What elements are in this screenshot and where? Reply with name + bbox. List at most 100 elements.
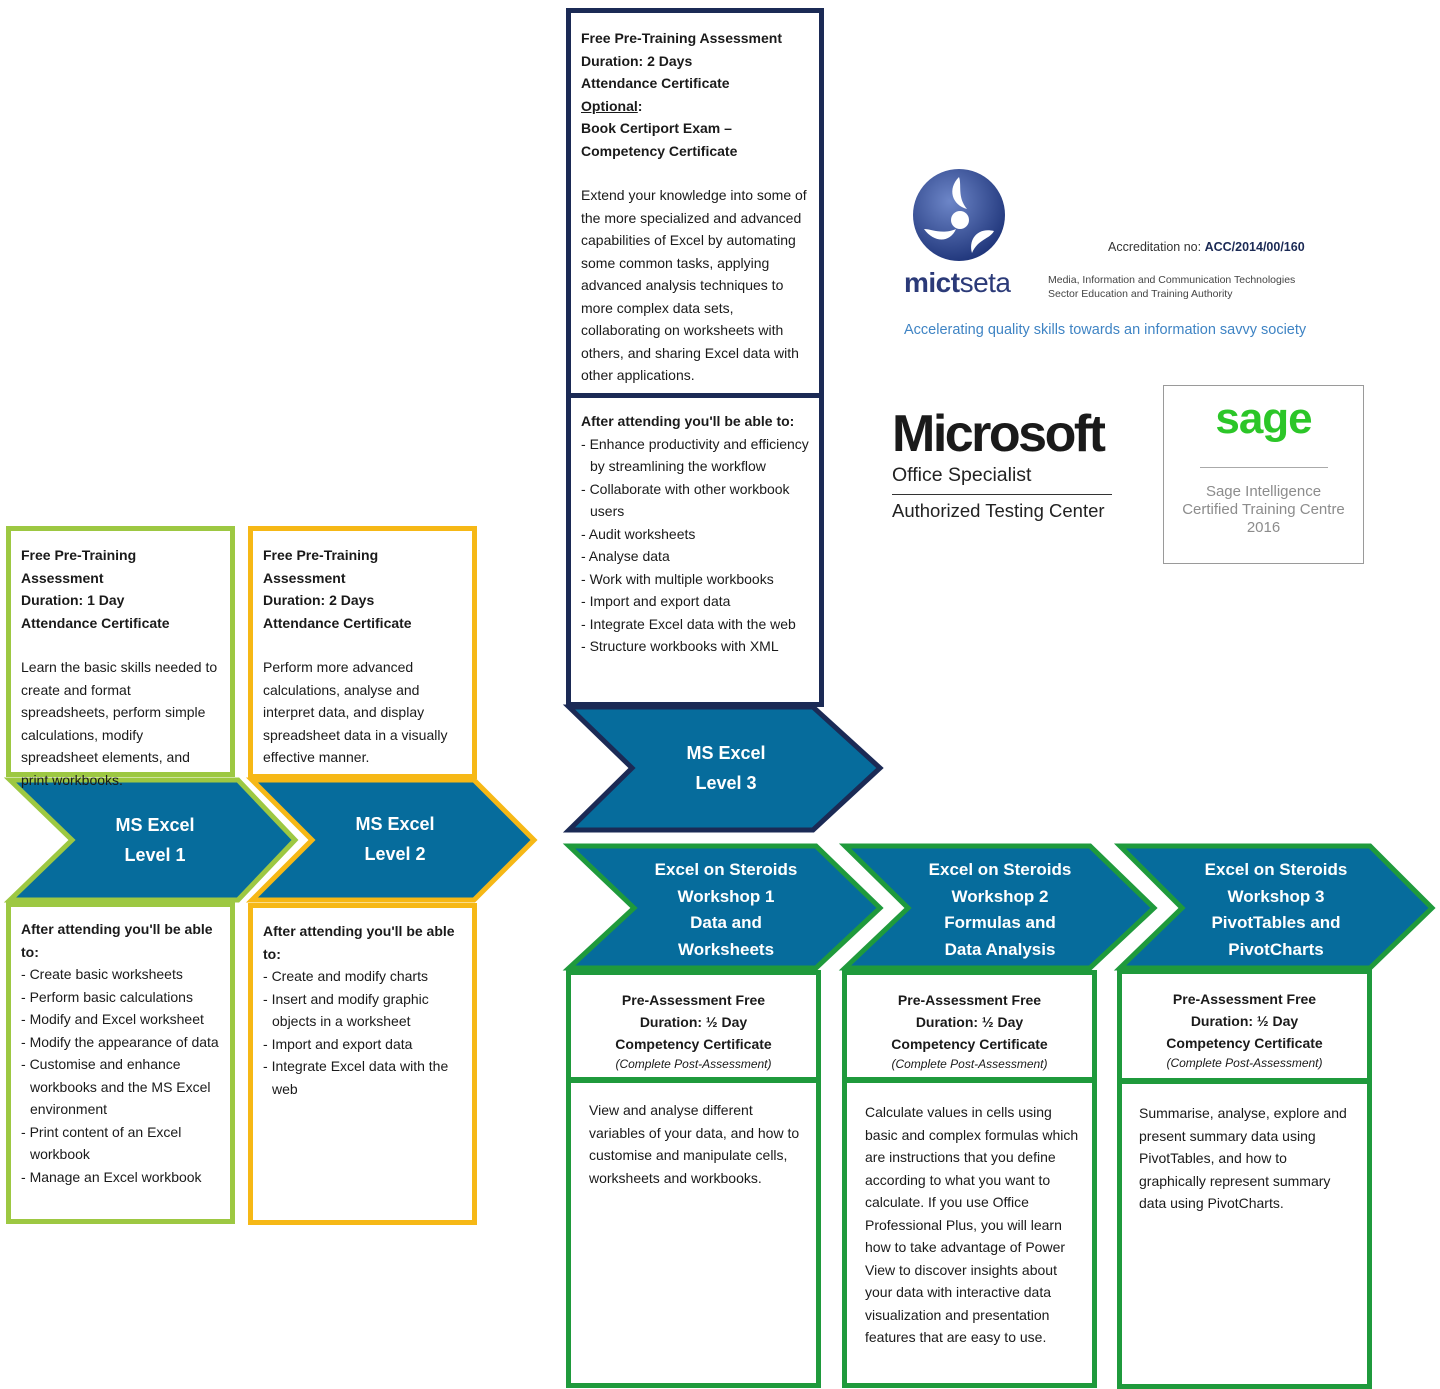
- workshop2-description: Calculate values in cells using basic an…: [865, 1104, 1079, 1345]
- workshop3-description: Summarise, analyse, explore and present …: [1139, 1105, 1347, 1211]
- level3-optional-exam: Book Certiport Exam –: [581, 120, 732, 136]
- accreditation-number: ACC/2014/00/160: [1204, 240, 1305, 254]
- level2-assessment: Free Pre-Training Assessment: [263, 547, 379, 586]
- workshop2-description-box: Calculate values in cells using basic an…: [842, 1078, 1097, 1388]
- mictseta-accreditation: Accreditation no: ACC/2014/00/160: [1108, 240, 1305, 254]
- mictseta-wordmark: mictseta: [904, 267, 1011, 299]
- workshop2-arrow-line4: Data Analysis: [944, 939, 1056, 959]
- list-item: Collaborate with other workbook users: [581, 478, 809, 523]
- workshop3-arrow-line3: PivotTables and: [1211, 913, 1341, 932]
- list-item: Audit worksheets: [581, 523, 809, 546]
- workshop1-arrow-line4: Worksheets: [677, 939, 775, 959]
- sage-wordmark: sage: [1215, 394, 1312, 443]
- level3-outcomes-list: Enhance productivity and efficiency by s…: [581, 433, 809, 658]
- list-item: Structure workbooks with XML: [581, 635, 809, 658]
- list-item: Print content of an Excel workbook: [21, 1121, 220, 1166]
- sage-line1: Sage Intelligence: [1205, 483, 1322, 500]
- level3-info-box: Free Pre-Training Assessment Duration: 2…: [566, 8, 824, 398]
- level1-info-box: Free Pre-Training Assessment Duration: 1…: [6, 526, 235, 788]
- level1-arrow-label: MS Excel Level 1: [60, 810, 250, 870]
- mictseta-tagline: Accelerating quality skills towards an i…: [904, 322, 1307, 338]
- level3-description: Extend your knowledge into some of the m…: [581, 187, 807, 383]
- accreditation-label: Accreditation no:: [1108, 240, 1202, 254]
- level1-arrow-line1: MS Excel: [115, 815, 195, 835]
- level2-arrow-line2: Level 2: [364, 844, 426, 864]
- workshop3-info-box: Pre-Assessment Free Duration: ½ Day Comp…: [1117, 969, 1372, 1083]
- list-item: Perform basic calculations: [21, 986, 220, 1009]
- level2-arrow-line1: MS Excel: [355, 814, 435, 834]
- workshop3-arrow-line1: Excel on Steroids: [1204, 860, 1348, 879]
- level2-outcomes-title: After attending you'll be able to:: [263, 923, 455, 962]
- workshop1-duration: Duration: ½ Day: [639, 1014, 748, 1030]
- sage-certification-text: Sage Intelligence Certified Training Cen…: [1164, 483, 1363, 537]
- mictseta-emblem-icon: [913, 169, 1005, 261]
- workshop1-arrow-line3: Data and: [690, 913, 762, 932]
- workshop3-assessment: Pre-Assessment Free: [1172, 991, 1317, 1007]
- list-item: Enhance productivity and efficiency by s…: [581, 433, 809, 478]
- level3-optional-label: Optional: [581, 97, 638, 114]
- sage-line2: Certified Training Centre: [1182, 501, 1345, 518]
- list-item: Insert and modify graphic objects in a w…: [263, 988, 462, 1033]
- workshop1-info-box: Pre-Assessment Free Duration: ½ Day Comp…: [566, 970, 821, 1082]
- sage-line3: 2016: [1246, 519, 1281, 536]
- microsoft-office-specialist-logo: Microsoft Office Specialist Authorized T…: [892, 406, 1122, 526]
- level2-certificate: Attendance Certificate: [263, 614, 412, 631]
- microsoft-office-specialist: Office Specialist: [892, 464, 1032, 486]
- mictseta-word-bold: mict: [904, 267, 960, 298]
- level3-certificate: Attendance Certificate: [581, 75, 730, 91]
- microsoft-authorized-testing: Authorized Testing Center: [892, 500, 1105, 521]
- level1-chevron: [3, 777, 299, 903]
- mictseta-logo: mictseta Accreditation no: ACC/2014/00/1…: [900, 165, 1340, 350]
- workshop1-arrow-label: Excel on Steroids Workshop 1 Data and Wo…: [621, 857, 831, 963]
- workshop1-assessment: Pre-Assessment Free: [621, 992, 766, 1008]
- workshop2-arrow-label: Excel on Steroids Workshop 2 Formulas an…: [895, 857, 1105, 963]
- list-item: Analyse data: [581, 545, 809, 568]
- workshop2-assessment: Pre-Assessment Free: [897, 992, 1042, 1008]
- level1-duration: Duration: 1 Day: [21, 592, 125, 608]
- mictseta-subtitle-line1: Media, Information and Communication Tec…: [1048, 274, 1296, 286]
- level2-arrow-label: MS Excel Level 2: [300, 809, 490, 869]
- workshop2-duration: Duration: ½ Day: [915, 1014, 1024, 1030]
- level1-assessment: Free Pre-Training Assessment: [21, 547, 137, 586]
- workshop1-arrow-line2: Workshop 1: [677, 886, 775, 906]
- level3-optional-colon: :: [637, 97, 643, 114]
- microsoft-divider: [892, 494, 1112, 495]
- workshop1-description-box: View and analyse different variables of …: [566, 1078, 821, 1388]
- workshop2-arrow-line2: Workshop 2: [951, 886, 1049, 906]
- workshop2-chevron: [838, 843, 1158, 971]
- workshop3-duration: Duration: ½ Day: [1190, 1013, 1299, 1029]
- level3-header: Free Pre-Training Assessment Duration: 2…: [581, 27, 809, 162]
- list-item: Integrate Excel data with the web: [263, 1055, 462, 1100]
- level1-outcomes-title: After attending you'll be able to:: [21, 921, 213, 960]
- workshop1-certificate: Competency Certificate: [615, 1036, 772, 1052]
- workshop3-header: Pre-Assessment Free Duration: ½ Day Comp…: [1132, 988, 1357, 1072]
- level2-info-box: Free Pre-Training Assessment Duration: 2…: [248, 526, 477, 779]
- sage-divider: [1200, 467, 1328, 468]
- level2-description: Perform more advanced calculations, anal…: [263, 659, 448, 765]
- level1-outcomes-list: Create basic worksheets Perform basic ca…: [21, 963, 220, 1188]
- mictseta-word-light: seta: [959, 267, 1011, 298]
- workshop1-arrow-line1: Excel on Steroids: [654, 860, 798, 879]
- sage-certified-logo: sage Sage Intelligence Certified Trainin…: [1163, 385, 1364, 564]
- list-item: Create and modify charts: [263, 965, 462, 988]
- microsoft-wordmark: Microsoft: [892, 405, 1106, 463]
- level2-duration: Duration: 2 Days: [263, 592, 375, 608]
- workshop3-chevron: [1113, 843, 1436, 971]
- list-item: Customise and enhance workbooks and the …: [21, 1053, 220, 1121]
- workshop3-note: (Complete Post-Assessment): [1166, 1056, 1323, 1070]
- list-item: Import and export data: [263, 1033, 462, 1056]
- level3-arrow-line2: Level 3: [695, 773, 757, 793]
- workshop1-note: (Complete Post-Assessment): [615, 1057, 772, 1071]
- workshop1-description: View and analyse different variables of …: [589, 1102, 800, 1186]
- list-item: Work with multiple workbooks: [581, 568, 809, 591]
- mictseta-subtitle-line2: Sector Education and Training Authority: [1048, 288, 1233, 300]
- level3-outcomes-title: After attending you'll be able to:: [581, 413, 795, 429]
- workshop1-chevron: [562, 843, 884, 971]
- workshop2-info-box: Pre-Assessment Free Duration: ½ Day Comp…: [842, 970, 1097, 1082]
- level2-header: Free Pre-Training Assessment Duration: 2…: [263, 544, 462, 634]
- workshop2-certificate: Competency Certificate: [891, 1036, 1048, 1052]
- list-item: Integrate Excel data with the web: [581, 613, 809, 636]
- workshop3-certificate: Competency Certificate: [1166, 1035, 1323, 1051]
- level3-outcomes-box: After attending you'll be able to: Enhan…: [566, 393, 824, 707]
